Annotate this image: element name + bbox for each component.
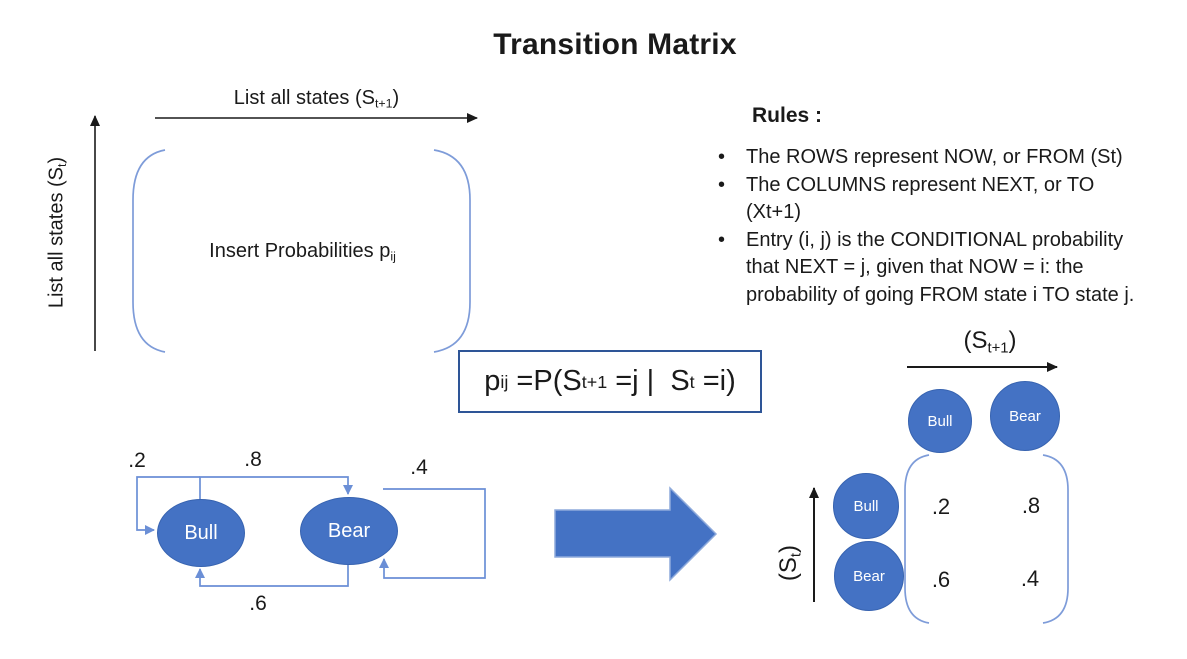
rule-item: Entry (i, j) is the CONDITIONAL probabil… (714, 227, 1144, 310)
right-bracket-large (433, 149, 471, 353)
transform-block-arrow (554, 486, 718, 582)
left-bracket-small (904, 454, 930, 624)
prob-bull-to-bear: .8 (244, 448, 262, 471)
bear-state: Bear (300, 497, 398, 565)
matrix-value-bear-bull: .6 (931, 567, 951, 592)
prob-bear-to-bull: .6 (249, 592, 267, 615)
right-bracket-small (1042, 454, 1069, 624)
col-header-bear: Bear (990, 381, 1060, 451)
prob-bear-self: .4 (410, 456, 428, 479)
bull-state: Bull (157, 499, 245, 567)
bear-to-bull-arrow (195, 562, 349, 587)
bear-self-loop-arrow (379, 488, 486, 579)
prob-bull-self: .2 (128, 449, 146, 472)
matrix-placeholder-text: Insert Probabilities pij (209, 240, 396, 264)
rules-list: The ROWS represent NOW, or FROM (St) The… (714, 144, 1144, 309)
bull-to-bear-arrow (199, 476, 353, 500)
matrix-value-bull-bear: .8 (1021, 493, 1041, 518)
bull-self-loop-arrow (136, 476, 200, 535)
col-header-bull: Bull (908, 389, 972, 453)
page-title: Transition Matrix (493, 28, 737, 61)
rule-item: The COLUMNS represent NEXT, or TO (Xt+1) (714, 172, 1144, 227)
matrix-value-bear-bear: .4 (1020, 566, 1040, 591)
rules-heading: Rules : (752, 104, 823, 127)
row-header-bull: Bull (833, 473, 899, 539)
matrix-value-bull-bull: .2 (931, 494, 951, 519)
y-axis-label: List all states (St) (45, 156, 70, 309)
rule-item: The ROWS represent NOW, or FROM (St) (714, 144, 1144, 172)
row-header-bear: Bear (834, 541, 904, 611)
x-axis-label: List all states (St+1) (233, 87, 400, 111)
result-y-axis-label: (St) (775, 544, 805, 582)
left-bracket-large (132, 149, 166, 353)
result-x-axis-label: (St+1) (963, 327, 1017, 357)
